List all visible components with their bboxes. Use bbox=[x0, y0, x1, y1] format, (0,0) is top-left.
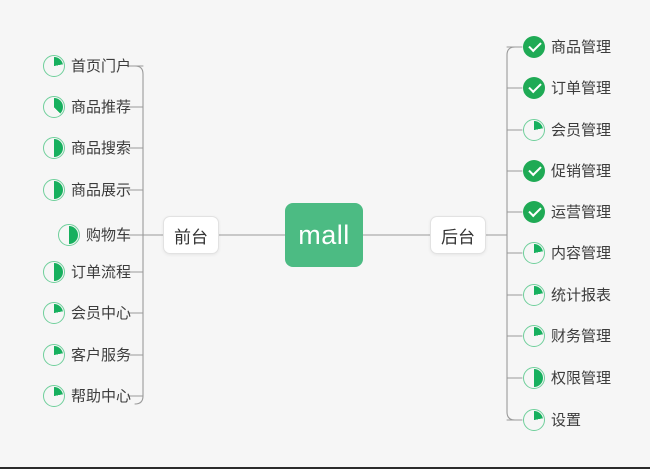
leaf-node-backend-7[interactable]: 统计报表 bbox=[523, 283, 611, 307]
leaf-node-label: 首页门户 bbox=[70, 57, 131, 75]
check-circle-icon bbox=[523, 77, 545, 99]
leaf-node-label: 权限管理 bbox=[551, 369, 612, 387]
leaf-node-backend-3[interactable]: 会员管理 bbox=[523, 118, 611, 142]
check-circle-icon bbox=[523, 160, 545, 182]
branch-node-backend-label: 后台 bbox=[441, 227, 475, 247]
progress-pie-icon bbox=[42, 302, 65, 324]
pie-wedge bbox=[44, 387, 63, 405]
pie-wedge bbox=[44, 263, 63, 281]
progress-pie-icon bbox=[42, 261, 65, 283]
leaf-node-label: 统计报表 bbox=[551, 286, 612, 304]
leaf-node-frontend-9[interactable]: 帮助中心 bbox=[42, 384, 131, 408]
progress-pie-icon bbox=[42, 137, 65, 159]
leaf-node-frontend-3[interactable]: 商品搜索 bbox=[42, 136, 131, 160]
pie-wedge bbox=[44, 346, 63, 364]
progress-pie-icon bbox=[42, 344, 65, 366]
leaf-node-frontend-7[interactable]: 会员中心 bbox=[42, 301, 131, 325]
check-circle-icon bbox=[523, 201, 545, 223]
check-glyph bbox=[528, 80, 542, 94]
branch-node-frontend-label: 前台 bbox=[174, 227, 208, 247]
leaf-node-label: 客户服务 bbox=[70, 346, 131, 364]
progress-pie-icon bbox=[42, 385, 65, 407]
leaf-node-label: 订单管理 bbox=[551, 79, 612, 97]
leaf-node-label: 商品搜索 bbox=[70, 139, 131, 157]
leaf-node-label: 内容管理 bbox=[551, 244, 612, 262]
leaf-node-backend-4[interactable]: 促销管理 bbox=[523, 159, 611, 183]
leaf-node-backend-8[interactable]: 财务管理 bbox=[523, 324, 611, 348]
progress-pie-icon bbox=[42, 179, 65, 201]
leaf-node-frontend-2[interactable]: 商品推荐 bbox=[42, 95, 131, 119]
check-glyph bbox=[528, 163, 542, 177]
progress-pie-icon bbox=[523, 119, 545, 141]
leaf-node-label: 运营管理 bbox=[551, 203, 612, 221]
progress-pie-icon bbox=[57, 224, 80, 246]
leaf-node-backend-5[interactable]: 运营管理 bbox=[523, 200, 611, 224]
pie-wedge bbox=[44, 98, 63, 116]
leaf-node-frontend-8[interactable]: 客户服务 bbox=[42, 343, 131, 367]
pie-wedge bbox=[525, 369, 543, 387]
leaf-node-backend-1[interactable]: 商品管理 bbox=[523, 35, 611, 59]
progress-pie-icon bbox=[523, 325, 545, 347]
pie-wedge bbox=[44, 57, 63, 75]
progress-pie-icon bbox=[523, 409, 545, 431]
leaf-node-label: 商品管理 bbox=[551, 38, 612, 56]
pie-wedge bbox=[525, 244, 543, 262]
leaf-node-frontend-6[interactable]: 订单流程 bbox=[42, 260, 131, 284]
progress-pie-icon bbox=[523, 242, 545, 264]
progress-pie-icon bbox=[42, 55, 65, 77]
leaf-node-label: 购物车 bbox=[85, 226, 131, 244]
pie-wedge bbox=[525, 327, 543, 345]
leaf-node-label: 设置 bbox=[551, 411, 582, 429]
leaf-node-label: 订单流程 bbox=[70, 263, 131, 281]
progress-pie-icon bbox=[42, 96, 65, 118]
check-glyph bbox=[528, 204, 542, 218]
check-circle-icon bbox=[523, 36, 545, 58]
branch-node-backend[interactable]: 后台 bbox=[430, 216, 486, 254]
leaf-node-frontend-5[interactable]: 购物车 bbox=[57, 223, 131, 247]
leaf-node-backend-2[interactable]: 订单管理 bbox=[523, 76, 611, 100]
leaf-node-label: 帮助中心 bbox=[70, 387, 131, 405]
leaf-node-backend-6[interactable]: 内容管理 bbox=[523, 241, 611, 265]
leaf-node-frontend-1[interactable]: 首页门户 bbox=[42, 54, 131, 78]
pie-wedge bbox=[525, 286, 543, 304]
leaf-node-label: 商品推荐 bbox=[70, 98, 131, 116]
pie-wedge bbox=[525, 411, 543, 429]
root-node-label: mall bbox=[298, 219, 350, 250]
leaf-node-label: 会员中心 bbox=[70, 304, 131, 322]
leaf-node-label: 促销管理 bbox=[551, 162, 612, 180]
pie-wedge bbox=[525, 121, 543, 139]
progress-pie-icon bbox=[523, 367, 545, 389]
leaf-node-label: 财务管理 bbox=[551, 327, 612, 345]
leaf-node-backend-9[interactable]: 权限管理 bbox=[523, 366, 611, 390]
branch-node-frontend[interactable]: 前台 bbox=[163, 216, 219, 254]
pie-wedge bbox=[59, 226, 78, 244]
leaf-node-label: 会员管理 bbox=[551, 121, 612, 139]
pie-wedge bbox=[44, 304, 63, 322]
root-node-mall[interactable]: mall bbox=[285, 203, 363, 267]
progress-pie-icon bbox=[523, 284, 545, 306]
leaf-node-frontend-4[interactable]: 商品展示 bbox=[42, 178, 131, 202]
check-glyph bbox=[528, 39, 542, 53]
leaf-node-label: 商品展示 bbox=[70, 181, 131, 199]
leaf-node-backend-10[interactable]: 设置 bbox=[523, 408, 581, 432]
pie-wedge bbox=[44, 181, 63, 199]
pie-wedge bbox=[44, 139, 63, 157]
